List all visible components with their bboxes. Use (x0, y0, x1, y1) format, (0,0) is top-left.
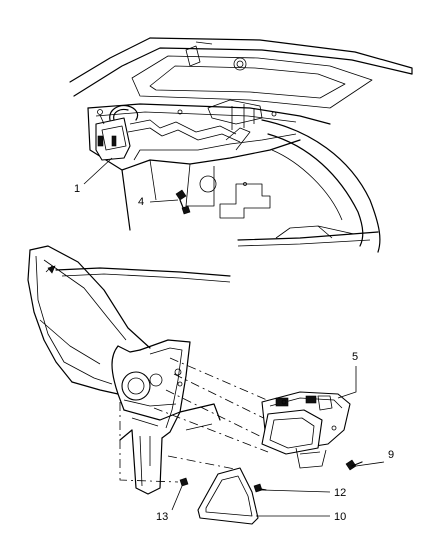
callout-10: 10 (334, 511, 346, 523)
callout-5: 5 (352, 351, 358, 363)
part-4-bolt (175, 189, 191, 215)
upper-assembly (69, 37, 413, 253)
part-5-headlamp-module (261, 391, 351, 469)
part-9-screw (345, 459, 363, 471)
part-10-lens (197, 467, 259, 525)
part-12-screw (253, 483, 267, 493)
part-13-clip (179, 477, 189, 487)
lower-assembly (27, 245, 231, 495)
callout-12: 12 (334, 487, 346, 499)
leader-lines (83, 157, 385, 517)
callout-13: 13 (156, 511, 168, 523)
part-1-latch-module (95, 105, 139, 161)
callout-9: 9 (388, 449, 394, 461)
callout-4: 4 (138, 196, 144, 208)
callout-1: 1 (74, 183, 80, 195)
